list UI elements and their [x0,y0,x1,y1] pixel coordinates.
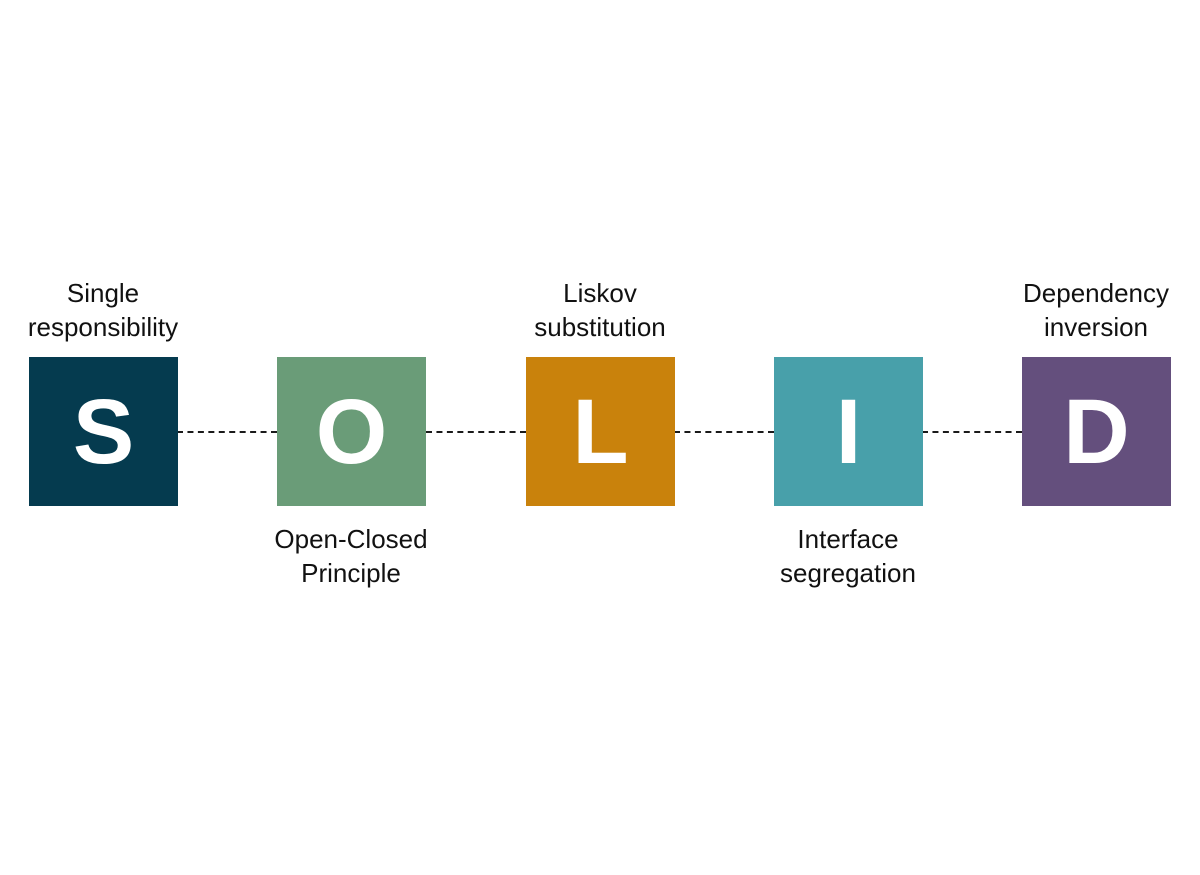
letter-s: S [72,380,135,483]
letter-l: L [572,380,629,483]
dashed-connector-i-d [922,431,1022,433]
label-line: Open-Closed [274,524,428,554]
letter-i: I [835,380,862,483]
letter-d: D [1063,380,1130,483]
label-line: Dependency [1023,278,1169,308]
label-interface-segregation: Interface segregation [728,522,968,590]
label-line: substitution [534,312,666,342]
label-line: Single [66,278,140,308]
letter-o: O [315,380,388,483]
label-line: responsibility [27,312,179,342]
box-o: O [277,357,426,506]
box-s: S [29,357,178,506]
label-line: inversion [1043,312,1149,342]
label-liskov-substitution: Liskov substitution [480,276,720,344]
label-line: Liskov [563,278,637,308]
dashed-connector-o-l [426,431,526,433]
label-open-closed: Open-Closed Principle [231,522,471,590]
dashed-connector-l-i [674,431,774,433]
box-i: I [774,357,923,506]
label-line: Principle [301,558,401,588]
dashed-connector-s-o [177,431,277,433]
label-line: segregation [780,558,916,588]
label-single-responsibility: Single responsibility [0,276,223,344]
box-d: D [1022,357,1171,506]
label-line: Interface [797,524,899,554]
label-dependency-inversion: Dependency inversion [976,276,1200,344]
box-l: L [526,357,675,506]
